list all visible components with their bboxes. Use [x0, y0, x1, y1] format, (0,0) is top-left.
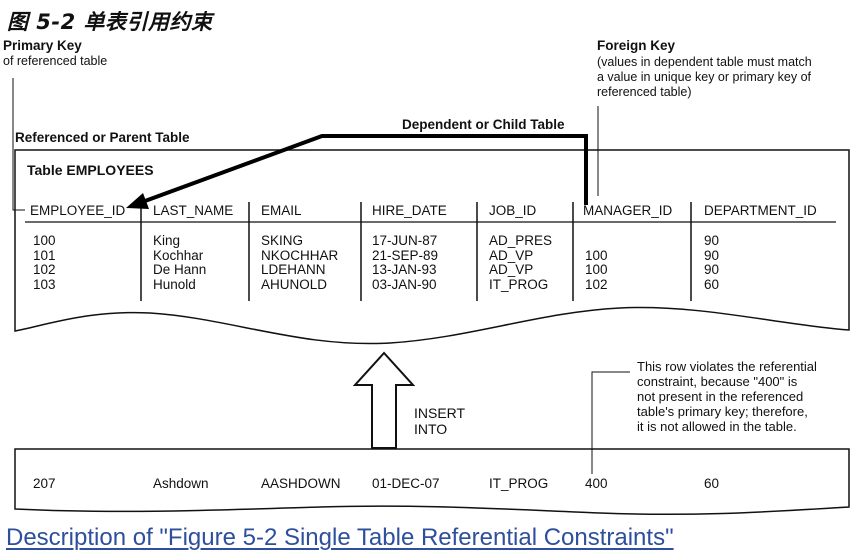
- column-values: AD_PRES AD_VP AD_VP IT_PROG: [489, 233, 553, 292]
- violation-leader: [591, 371, 630, 474]
- new-row-cell: AASHDOWN: [261, 476, 341, 491]
- primary-key-title: Primary Key: [3, 38, 82, 53]
- new-row-cell: IT_PROG: [489, 476, 549, 491]
- parent-table-label: Referenced or Parent Table: [15, 130, 190, 145]
- column-header: JOB_ID: [489, 203, 537, 218]
- column-values: 90 90 90 60: [704, 233, 720, 292]
- violation-note-1: This row violates the referential: [637, 359, 817, 374]
- foreign-key-desc-1: (values in dependent table must match: [597, 55, 812, 69]
- column-header: EMAIL: [261, 203, 302, 218]
- insert-label-1: INSERT: [414, 405, 466, 421]
- foreign-key-title: Foreign Key: [597, 38, 676, 53]
- employees-table-frame: [14, 149, 850, 345]
- violation-note-2: constraint, because "400" is: [637, 374, 798, 389]
- new-row-cell: 400: [585, 476, 608, 491]
- new-row-cell: 207: [33, 476, 56, 491]
- column-values: SKING NKOCHHAR LDEHANN AHUNOLD: [261, 233, 339, 292]
- description-link[interactable]: Description of "Figure 5-2 Single Table …: [6, 524, 674, 551]
- violation-note-5: it is not allowed in the table.: [637, 419, 797, 434]
- table-name: Table EMPLOYEES: [27, 162, 154, 178]
- new-row-cell: Ashdown: [153, 476, 209, 491]
- new-row-frame: [14, 448, 850, 516]
- figure-title: 图 5-2 单表引用约束: [7, 10, 213, 34]
- foreign-key-desc-3: referenced table): [597, 85, 692, 99]
- column-header: MANAGER_ID: [583, 203, 673, 218]
- new-row-cell: 01-DEC-07: [372, 476, 440, 491]
- insert-arrow: [352, 351, 416, 449]
- primary-key-leader: [12, 78, 25, 211]
- child-table-label: Dependent or Child Table: [402, 117, 565, 132]
- reference-arrow-head: [126, 193, 149, 209]
- column-values: 100 100 102: [585, 247, 608, 292]
- primary-key-desc: of referenced table: [3, 54, 108, 68]
- column-header: DEPARTMENT_ID: [704, 203, 817, 218]
- new-row-cell: 60: [704, 476, 720, 491]
- violation-note-3: not present in the referenced: [637, 389, 804, 404]
- column-values: 17-JUN-87 21-SEP-89 13-JAN-93 03-JAN-90: [372, 233, 439, 292]
- column-separators: [140, 202, 692, 301]
- reference-arrow-line: [144, 134, 588, 205]
- column-values: King Kochhar De Hann Hunold: [153, 233, 207, 292]
- column-header: LAST_NAME: [153, 203, 234, 218]
- insert-label-2: INTO: [414, 421, 448, 437]
- foreign-key-desc-2: a value in unique key or primary key of: [597, 70, 811, 84]
- column-header: EMPLOYEE_ID: [30, 203, 126, 218]
- column-values: 100 101 102 103: [33, 233, 56, 292]
- column-header: HIRE_DATE: [372, 203, 447, 218]
- violation-note-4: table's primary key; therefore,: [637, 404, 808, 419]
